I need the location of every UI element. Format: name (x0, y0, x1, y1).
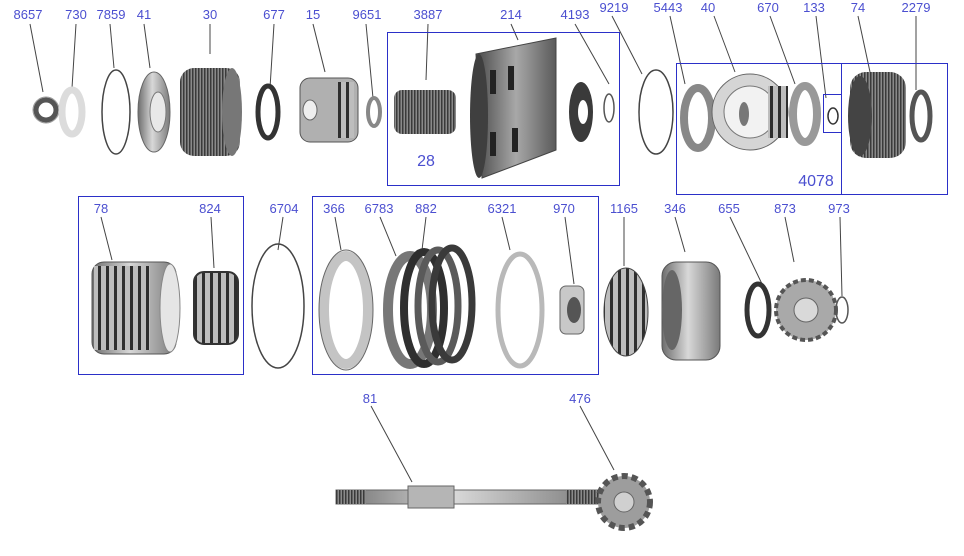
part-670 (789, 82, 821, 146)
label-8657: 8657 (13, 7, 43, 22)
group-box-2279 (841, 63, 948, 195)
label-366: 366 (323, 201, 345, 216)
label-28: 28 (417, 153, 435, 170)
label-882: 882 (415, 201, 437, 216)
label-1165: 1165 (610, 201, 638, 216)
part-3887 (394, 90, 456, 134)
part-824 (193, 271, 239, 345)
part-4193-disc (569, 82, 593, 142)
part-346 (661, 261, 721, 361)
part-8657 (32, 96, 60, 124)
group-box-133 (823, 94, 842, 133)
label-81: 81 (362, 391, 378, 406)
label-655: 655 (718, 201, 740, 216)
group-box-28 (387, 32, 620, 186)
label-6783: 6783 (364, 201, 394, 216)
part-873 (774, 278, 838, 342)
part-133 (827, 107, 839, 125)
part-655 (744, 281, 772, 339)
label-677: 677 (263, 7, 285, 22)
part-81 (335, 485, 601, 509)
part-4193-ring (603, 93, 615, 123)
label-346: 346 (664, 201, 686, 216)
label-40: 40 (700, 0, 716, 15)
part-9651 (366, 96, 382, 128)
label-824: 824 (199, 201, 221, 216)
part-9219 (638, 69, 674, 155)
label-78: 78 (93, 201, 109, 216)
part-6704 (251, 243, 305, 369)
label-41: 41 (136, 7, 152, 22)
part-15 (299, 77, 359, 143)
label-476: 476 (569, 391, 591, 406)
part-2279 (909, 89, 933, 143)
label-6704: 6704 (269, 201, 299, 216)
group-box-78 (78, 196, 244, 375)
label-74: 74 (850, 0, 866, 15)
label-2279: 2279 (901, 0, 931, 15)
part-7859 (101, 69, 131, 155)
label-4078: 4078 (798, 173, 834, 190)
part-970 (559, 285, 585, 335)
label-7859: 7859 (96, 7, 126, 22)
part-366 (318, 249, 374, 371)
label-970: 970 (553, 201, 575, 216)
part-1165 (603, 267, 649, 357)
part-78 (91, 261, 181, 355)
part-30 (180, 68, 242, 156)
label-670: 670 (757, 0, 779, 15)
label-973: 973 (828, 201, 850, 216)
group-box-366 (312, 196, 599, 375)
part-40 (711, 73, 789, 151)
part-41 (137, 71, 171, 153)
label-730: 730 (65, 7, 87, 22)
label-873: 873 (774, 201, 796, 216)
part-6321 (495, 251, 545, 369)
part-214 (470, 37, 557, 179)
label-133: 133 (803, 0, 825, 15)
label-6321: 6321 (487, 201, 517, 216)
label-9219: 9219 (599, 0, 629, 15)
label-4193: 4193 (560, 7, 590, 22)
leader-lines (29, 15, 917, 483)
label-30: 30 (202, 7, 218, 22)
part-973 (835, 296, 849, 324)
label-9651: 9651 (352, 7, 382, 22)
label-3887: 3887 (413, 7, 443, 22)
part-476 (595, 473, 653, 531)
part-74 (848, 72, 906, 158)
part-677 (255, 83, 281, 141)
label-214: 214 (500, 7, 522, 22)
label-5443: 5443 (653, 0, 683, 15)
part-730 (58, 86, 86, 138)
label-15: 15 (305, 7, 321, 22)
part-882 (400, 244, 476, 368)
